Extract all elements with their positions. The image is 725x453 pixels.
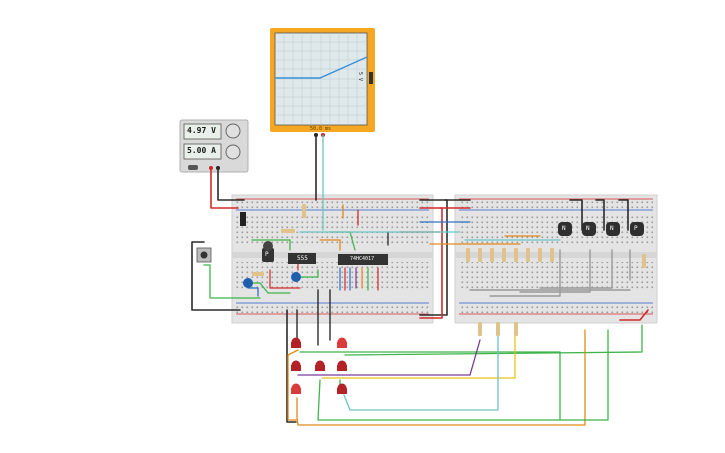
leds[interactable]	[291, 337, 347, 395]
chip-74hc4017-label: 74HC4017	[350, 256, 375, 262]
chip-555	[288, 253, 316, 264]
slide-switch[interactable]	[240, 212, 246, 226]
capacitor	[243, 278, 253, 288]
current-readout: 5.00 A	[187, 146, 216, 155]
voltage-readout: 4.97 V	[187, 126, 216, 135]
breadboard-right[interactable]	[454, 194, 658, 324]
transistors	[558, 222, 644, 236]
capacitor	[291, 272, 301, 282]
current-knob[interactable]	[225, 144, 241, 160]
voltage-knob[interactable]	[225, 123, 241, 139]
potentiometer-label: P	[265, 251, 269, 258]
transistor-1-label: N	[562, 225, 566, 232]
oscilloscope[interactable]	[270, 28, 375, 137]
pushbutton[interactable]	[196, 247, 212, 263]
scope-volts-label: 5 V	[357, 72, 363, 82]
breadboard-left[interactable]	[231, 194, 434, 324]
chip-74hc4017	[338, 254, 388, 265]
transistor-3-label: N	[610, 225, 614, 232]
transistor-2-label: N	[586, 225, 590, 232]
transistor-4-label: P	[634, 225, 638, 232]
chip-555-label: 555	[297, 255, 308, 262]
scope-time-label: 50.0 ms	[310, 126, 332, 132]
scope-trace	[275, 56, 368, 79]
power-supply[interactable]	[179, 119, 249, 173]
resistors	[252, 204, 646, 336]
wires	[191, 134, 649, 426]
potentiometer[interactable]	[262, 241, 274, 262]
